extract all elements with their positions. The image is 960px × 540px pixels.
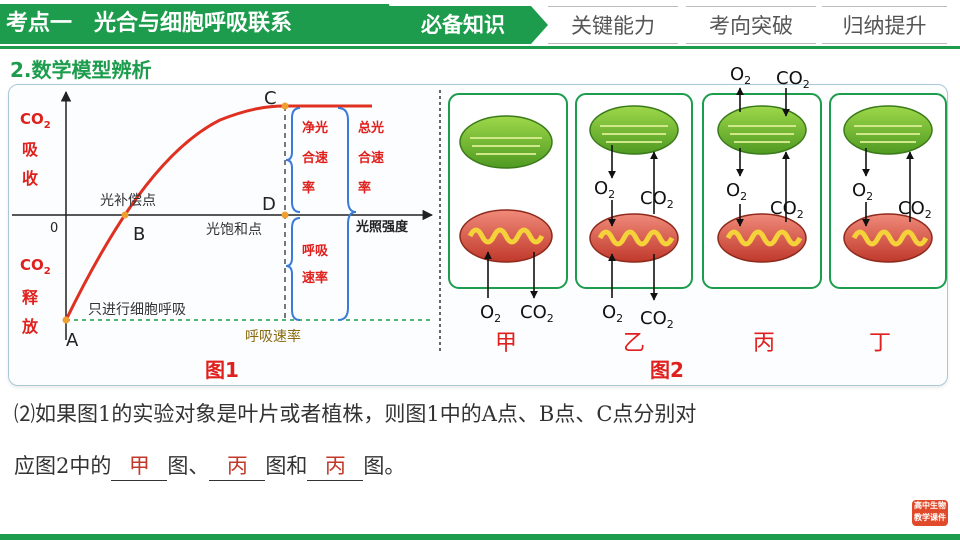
y-top-label-absorb-1: 吸 xyxy=(22,140,39,159)
origin-label: 0 xyxy=(50,221,58,236)
tab-exam-direction[interactable]: 考向突破 xyxy=(686,6,816,44)
tab-summary[interactable]: 归纳提升 xyxy=(822,6,947,44)
compensation-point-label: 光补偿点 xyxy=(100,193,156,209)
tab-key-abilities[interactable]: 关键能力 xyxy=(548,6,678,44)
net-rate-text-3: 率 xyxy=(302,180,315,196)
saturation-point-label: 光饱和点 xyxy=(206,222,262,238)
o2-label-yi-bottom: O2 xyxy=(602,302,623,325)
figure1-graph xyxy=(12,90,434,340)
question-line-2-part-a: 应图2中的 xyxy=(14,454,112,478)
co2-label-yi-bottom: CO2 xyxy=(640,308,674,331)
figure2-caption: 图2 xyxy=(650,358,684,382)
point-b-label: B xyxy=(133,224,145,245)
photosynthesis-curve xyxy=(64,104,372,321)
answer-blank-1: 甲 xyxy=(111,450,168,481)
o2-label-yi-top: O2 xyxy=(594,178,615,201)
answer-blank-3: 丙 xyxy=(307,450,364,481)
mitochondrion-bing-icon xyxy=(717,213,807,263)
co2-label-ding: CO2 xyxy=(898,198,932,221)
o2-label-jia: O2 xyxy=(480,302,501,325)
o2-label-bing-top: O2 xyxy=(730,64,751,87)
point-c-marker xyxy=(281,102,289,110)
o2-label-bing-mid: O2 xyxy=(726,180,747,203)
question-line-2-part-b: 图、 xyxy=(167,454,210,478)
header-divider xyxy=(0,46,960,49)
net-rate-text-1: 净光 xyxy=(302,120,328,136)
chloroplast-bing-icon xyxy=(717,105,807,155)
logo-line-2: 教学课件 xyxy=(914,513,946,522)
y-bottom-label-co2: CO2 xyxy=(20,256,51,277)
point-a-label: A xyxy=(66,330,79,351)
total-rate-brace xyxy=(337,107,357,321)
chloroplast-jia-icon xyxy=(459,115,553,169)
mitochondrion-ding-icon xyxy=(843,213,933,263)
co2-label-yi-top: CO2 xyxy=(640,188,674,211)
cell-label-yi: 乙 xyxy=(623,331,645,356)
resp-rate-text-1: 呼吸 xyxy=(302,243,329,259)
mitochondrion-jia-icon xyxy=(459,209,553,263)
header: 考点一 光合与细胞呼吸联系 必备知识 关键能力 考向突破 归纳提升 xyxy=(0,0,960,49)
footer-bar xyxy=(0,534,960,540)
question-line-2: 应图2中的甲图、丙图和丙图。 xyxy=(14,450,405,481)
answer-blank-2: 丙 xyxy=(209,450,266,481)
point-d-label: D xyxy=(262,194,276,215)
cell-label-bing: 丙 xyxy=(753,331,775,356)
logo-line-1: 高中生物 xyxy=(914,501,946,510)
point-d-marker xyxy=(281,211,289,219)
question-line-2-part-c: 图和 xyxy=(265,454,308,478)
course-logo: 高中生物 教学课件 xyxy=(912,500,948,526)
total-rate-text-3: 率 xyxy=(358,180,371,196)
figure1-caption: 图1 xyxy=(205,358,239,382)
point-b-marker xyxy=(121,211,129,219)
cell-label-ding: 丁 xyxy=(869,331,891,356)
x-axis-label: 光照强度 xyxy=(355,219,409,235)
chloroplast-yi-icon xyxy=(589,105,679,155)
point-c-label: C xyxy=(264,88,277,109)
co2-label-jia: CO2 xyxy=(520,302,554,325)
o2-label-ding: O2 xyxy=(852,180,873,203)
resp-rate-text-2: 速率 xyxy=(302,270,328,286)
question-line-2-part-d: 图。 xyxy=(363,454,406,478)
total-rate-text-1: 总光 xyxy=(358,120,384,136)
co2-label-bing-mid: CO2 xyxy=(770,198,804,221)
point-a-marker xyxy=(62,316,70,324)
y-top-label-co2: CO2 xyxy=(20,110,51,131)
section-title: 2.数学模型辨析 xyxy=(10,58,152,82)
tab-essential-knowledge[interactable]: 必备知识 xyxy=(378,6,548,44)
y-bottom-label-release-2: 放 xyxy=(21,317,39,336)
resp-rate-brace xyxy=(285,217,301,321)
question-line-1: ⑵如果图1的实验对象是叶片或者植株，则图1中的A点、B点、C点分别对 xyxy=(14,402,697,426)
net-rate-brace xyxy=(285,107,301,213)
y-bottom-label-release-1: 释 xyxy=(22,288,39,307)
gas-exchange-arrows xyxy=(484,87,914,301)
cell-label-jia: 甲 xyxy=(495,331,517,356)
chloroplast-ding-icon xyxy=(843,105,933,155)
page-title: 考点一 光合与细胞呼吸联系 xyxy=(0,4,405,44)
mitochondrion-yi-icon xyxy=(589,213,679,263)
net-rate-text-2: 合速 xyxy=(302,150,328,166)
total-rate-text-2: 合速 xyxy=(358,150,384,166)
respiration-rate-label: 呼吸速率 xyxy=(245,328,301,345)
co2-label-bing-top: CO2 xyxy=(776,68,810,91)
y-top-label-absorb-2: 收 xyxy=(22,169,38,188)
only-respiration-label: 只进行细胞呼吸 xyxy=(88,302,186,318)
